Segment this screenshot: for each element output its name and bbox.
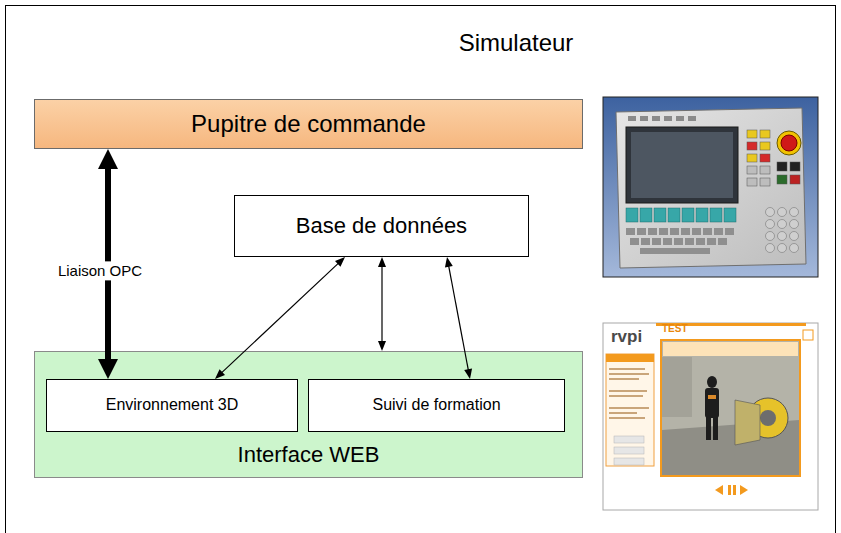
node-label: Base de données <box>296 213 467 238</box>
caption-holder: Interface WEB <box>35 442 582 467</box>
training-screenshot <box>603 323 818 510</box>
web-interface-band: Environnement 3D Suivi de formationInterf… <box>34 351 583 478</box>
node-label: Pupitre de commande <box>191 110 426 138</box>
screenshot-logo: rvpi <box>611 328 642 345</box>
connector-line <box>221 263 339 373</box>
arrowhead <box>335 257 345 267</box>
data-link-arrow <box>215 257 345 379</box>
database-box: Base de données <box>234 195 529 257</box>
arrowhead <box>378 257 386 267</box>
console-box: Pupitre de commande <box>34 99 583 149</box>
module-box: Suivi de formation <box>308 379 565 432</box>
connector-line <box>449 265 469 370</box>
arrowhead <box>98 359 118 379</box>
node-label: Environnement 3D <box>106 396 239 414</box>
arrowhead <box>378 341 386 351</box>
arrowhead <box>464 368 472 379</box>
connector-line <box>381 266 382 343</box>
frame-title: Simulateur <box>459 29 574 56</box>
arrowhead <box>445 257 453 268</box>
node-label: Interface WEB <box>238 442 380 467</box>
link-label: Liaison OPC <box>55 261 145 280</box>
data-link-arrow <box>378 257 386 351</box>
data-link-arrow <box>445 257 472 379</box>
title-holder: Simulateur <box>459 29 574 57</box>
module-box: Environnement 3D <box>46 379 298 432</box>
arrowhead <box>215 369 225 379</box>
control-panel-photo <box>603 97 818 277</box>
arrowhead <box>98 149 118 169</box>
node-label: Suivi de formation <box>372 396 500 414</box>
screenshot-heading: TEST <box>662 324 688 334</box>
